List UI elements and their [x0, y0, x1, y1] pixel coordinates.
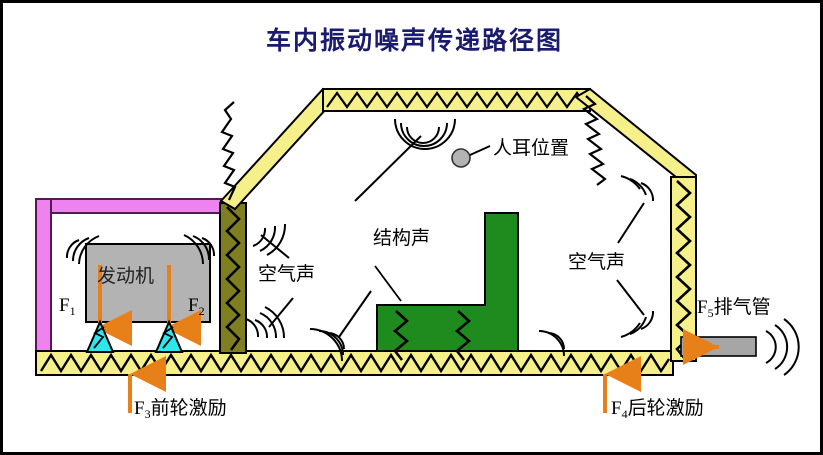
a-pillar-spring-zigzag: [220, 101, 237, 201]
firewall-spring-zigzag: [225, 206, 241, 351]
airborne-sound-right-label: 空气声: [568, 252, 626, 273]
engine-label: 发动机: [97, 266, 155, 287]
ear-position-marker: [451, 145, 491, 168]
ear-position-label: 人耳位置: [493, 138, 570, 159]
firewall-panel: [219, 202, 247, 354]
sound-wave-arcs-cabin-left: [245, 318, 260, 338]
f3-front-wheel-label: F3前轮激励: [134, 398, 227, 421]
f1-label: F1: [59, 295, 76, 318]
sound-wave-arcs-cabin-rear: [538, 330, 565, 357]
sound-wave-arcs-engine-right: [183, 234, 216, 265]
a-pillar-panel: [219, 87, 339, 211]
vehicle-noise-path-diagram: [35, 87, 800, 413]
f4-rear-wheel-label: F4后轮激励: [611, 398, 704, 421]
exhaust-pipe: [680, 329, 757, 365]
page-title: 车内振动噪声传递路径图: [265, 28, 563, 55]
sound-wave-arcs-ear: [354, 118, 456, 202]
sound-wave-arcs-engine-left: [65, 235, 100, 265]
roof-panel: [322, 88, 591, 112]
seat: [376, 212, 519, 361]
floor-panel: [35, 350, 674, 376]
structure-borne-leader: [374, 265, 402, 302]
airborne-sound-left-label: 空气声: [258, 264, 316, 285]
engine-mount-left: [85, 319, 115, 353]
f5-exhaust-label: F5排气管: [697, 297, 771, 320]
sound-wave-arcs-exhaust: [765, 318, 800, 376]
seat-spring-right: [454, 310, 472, 361]
sound-wave-arcs-firewall-upper: [252, 223, 290, 259]
roof-spring-zigzag: [326, 91, 588, 109]
wheel-excitation-arrows: [128, 356, 641, 413]
sound-wave-arcs-rearwall-upper: [617, 175, 655, 244]
seat-spring-left: [392, 310, 410, 361]
f2-label: F2: [188, 295, 205, 318]
sound-wave-arcs-rearwall-lower: [616, 279, 655, 338]
sound-wave-arcs-cabin-mid: [309, 290, 372, 362]
sound-wave-arcs-firewall-lower: [254, 297, 294, 339]
engine-mount-right: [154, 319, 184, 353]
rear-wall-panel: [670, 176, 697, 362]
engine-block: [85, 243, 211, 323]
structure-borne-sound-label: 结构声: [373, 228, 431, 249]
c-pillar-spring-zigzag: [581, 95, 607, 186]
engine-force-arrows: [96, 265, 201, 346]
